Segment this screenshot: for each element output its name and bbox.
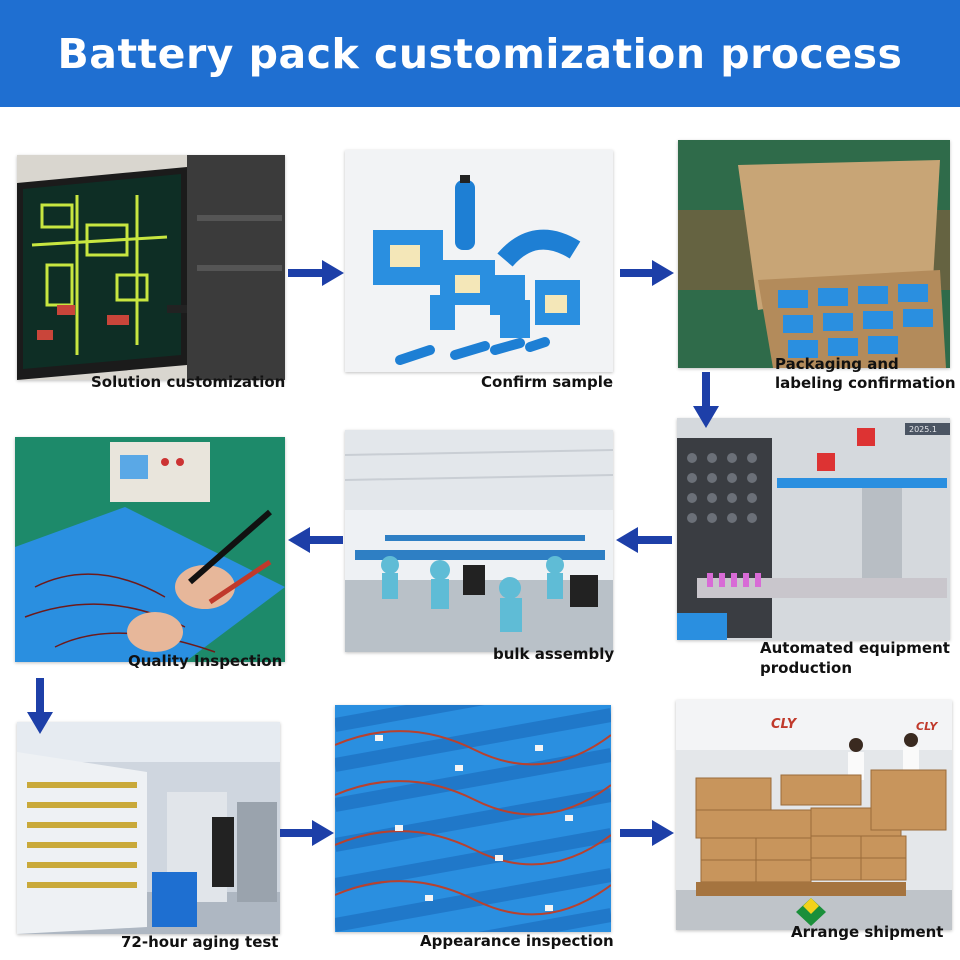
arrow-down-icon <box>27 678 53 734</box>
caption-solution-customization: Solution customization <box>91 373 286 391</box>
caption-automated-line1: Automated equipment <box>760 639 950 657</box>
caption-packaging-line2: labeling confirmation <box>775 374 956 392</box>
photo-aging-test <box>17 722 280 934</box>
arrow-right-icon <box>288 260 344 286</box>
arrow-left-icon <box>616 527 672 553</box>
caption-packaging-line1: Packaging and <box>775 355 899 373</box>
photo-confirm-sample <box>345 150 613 372</box>
arrow-right-icon <box>280 820 334 846</box>
arrow-left-icon <box>288 527 343 553</box>
photo-appearance-inspection <box>335 705 611 932</box>
page-title: Battery pack customization process <box>57 29 903 78</box>
photo-solution-customization <box>17 155 285 380</box>
brand-sign-1: CLY <box>771 717 798 732</box>
caption-bulk-assembly: bulk assembly <box>493 645 615 663</box>
arrow-right-icon <box>620 260 674 286</box>
photo-quality-inspection <box>15 437 285 662</box>
panel-label: 2025.1 <box>909 425 937 434</box>
photo-automated-equipment: 2025.1 <box>677 418 950 640</box>
brand-sign-2: CLY <box>916 720 938 733</box>
caption-arrange-shipment: Arrange shipment <box>791 923 944 941</box>
caption-aging-test: 72-hour aging test <box>121 933 279 951</box>
caption-confirm-sample: Confirm sample <box>481 373 614 391</box>
arrow-down-icon <box>693 372 719 428</box>
caption-quality-inspection: Quality Inspection <box>128 652 283 670</box>
caption-automated-line2: production <box>760 659 853 677</box>
caption-appearance-inspection: Appearance inspection <box>420 932 614 950</box>
photo-bulk-assembly <box>345 430 613 652</box>
arrow-right-icon <box>620 820 674 846</box>
photo-packaging-labeling <box>678 140 950 368</box>
title-banner: Battery pack customization process <box>0 0 960 107</box>
photo-arrange-shipment: CLY CLY <box>676 700 952 930</box>
